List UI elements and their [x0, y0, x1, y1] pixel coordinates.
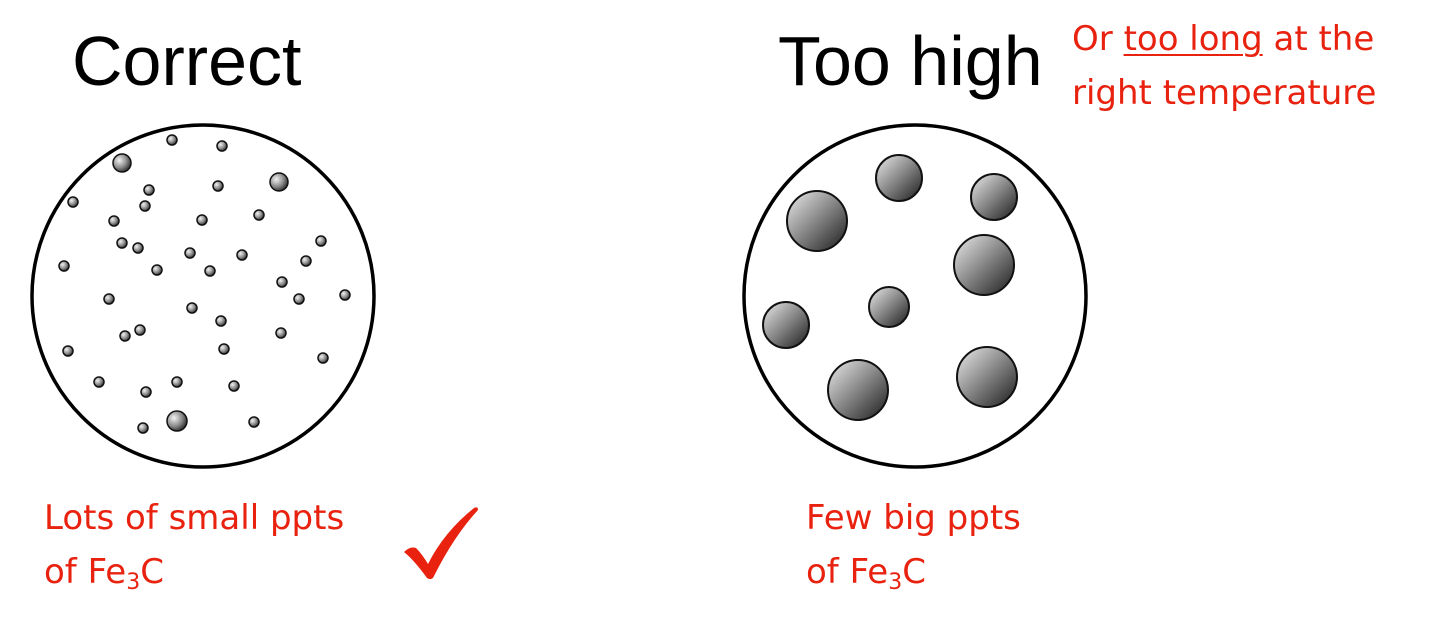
big-precipitate [762, 301, 810, 349]
left-caption-line-2: of Fe3C [44, 547, 164, 597]
small-precipitate [119, 330, 131, 342]
small-precipitate [204, 265, 216, 277]
big-precipitate [970, 173, 1018, 221]
big-precipitate [827, 359, 889, 421]
small-precipitate [184, 247, 196, 259]
left-grain-circle [30, 123, 376, 469]
small-precipitate [143, 184, 155, 196]
small-precipitate [339, 289, 351, 301]
note-prefix: Or [1072, 19, 1124, 59]
big-precipitate [953, 234, 1015, 296]
small-precipitate [228, 380, 240, 392]
big-precipitate [868, 286, 910, 328]
small-precipitate [58, 260, 70, 272]
right-caption-prefix: of Fe [806, 552, 889, 592]
small-precipitate [212, 180, 224, 192]
small-precipitate [248, 416, 260, 428]
small-precipitate [67, 196, 79, 208]
small-precipitate [166, 134, 178, 146]
big-precipitate [956, 346, 1018, 408]
big-precipitate [786, 190, 848, 252]
left-caption-prefix: of Fe [44, 552, 127, 592]
small-precipitate [216, 140, 228, 152]
small-precipitate [218, 343, 230, 355]
right-caption-subscript: 3 [888, 570, 903, 595]
right-caption-line-2: of Fe3C [806, 547, 926, 597]
note-line-2: right temperature [1072, 73, 1377, 113]
small-precipitate [151, 264, 163, 276]
big-precipitate [875, 154, 923, 202]
small-precipitate [112, 153, 132, 173]
note-suffix: at the [1262, 19, 1375, 59]
small-precipitate [171, 376, 183, 388]
small-precipitate [275, 327, 287, 339]
small-precipitate [116, 237, 128, 249]
small-precipitate [253, 209, 265, 221]
note-underlined: too long [1123, 19, 1263, 59]
small-precipitate [62, 345, 74, 357]
small-precipitate [139, 200, 151, 212]
small-precipitate [196, 214, 208, 226]
small-precipitate [166, 410, 188, 432]
small-precipitate [293, 293, 305, 305]
checkmark-icon [404, 507, 478, 580]
small-precipitate [137, 422, 149, 434]
small-precipitate [315, 235, 327, 247]
small-precipitate [269, 172, 289, 192]
right-caption-line-1: Few big ppts [806, 498, 1021, 538]
small-precipitate [140, 386, 152, 398]
small-precipitate [108, 215, 120, 227]
small-precipitate [276, 276, 288, 288]
correct-heading: Correct [72, 22, 302, 100]
small-precipitate [236, 249, 248, 261]
left-caption-subscript: 3 [126, 570, 141, 595]
small-precipitate [215, 315, 227, 327]
right-caption-suffix: C [902, 552, 926, 592]
small-precipitate [103, 293, 115, 305]
small-precipitate [300, 255, 312, 267]
small-precipitate [186, 302, 198, 314]
left-caption-suffix: C [140, 552, 164, 592]
small-precipitate [134, 324, 146, 336]
small-precipitate [93, 376, 105, 388]
note-line-1: Or too long at the [1072, 14, 1374, 64]
too-high-heading: Too high [778, 22, 1043, 100]
small-precipitate [132, 242, 144, 254]
small-precipitate [317, 352, 329, 364]
big-precipitates [762, 154, 1018, 421]
left-caption-line-1: Lots of small ppts [44, 498, 345, 538]
small-precipitates [58, 134, 351, 434]
